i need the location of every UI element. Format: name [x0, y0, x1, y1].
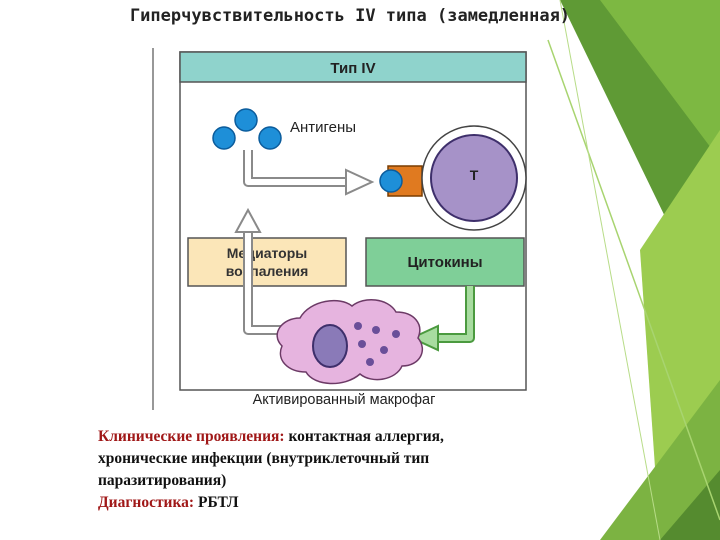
mediators-label-line-2: воспаления	[226, 263, 309, 279]
green-shard-corner	[660, 470, 720, 540]
mediators-label-line-1: Медиаторы	[227, 245, 307, 261]
macrophage-nucleus	[312, 324, 348, 368]
type-iv-header-label: Тип IV	[330, 60, 375, 77]
diagnostics-text: РБТЛ	[194, 494, 239, 511]
green-line-1	[547, 39, 720, 521]
caption-line-4: Диагностика: РБТЛ	[98, 492, 618, 514]
antigen-3	[258, 126, 282, 150]
cytokines-arrow-shaft	[436, 286, 473, 341]
macrophage-granule	[372, 326, 380, 334]
clinical-text-1: контактная аллергия,	[284, 428, 444, 445]
cytokines-box	[365, 237, 525, 287]
clinical-text-2: хронические инфекции (внутриклеточный ти…	[98, 450, 430, 467]
clinical-label: Клинические проявления:	[98, 428, 285, 445]
macrophage-body	[276, 299, 423, 385]
macrophage-granule	[392, 330, 400, 338]
macrophage-label: Активированный макрофаг	[253, 392, 436, 408]
antigen-arrow-shaft	[245, 150, 348, 185]
antigen-arrowhead	[345, 168, 375, 196]
macrophage-granule	[354, 322, 362, 330]
clinical-caption: Клинические проявления: контактная аллер…	[98, 426, 618, 514]
type-iv-header	[179, 51, 527, 83]
macrophage-granule	[380, 346, 388, 354]
antigen-2	[234, 108, 258, 132]
cytokines-label: Цитокины	[407, 254, 482, 271]
presented-antigen	[379, 169, 403, 193]
t-cell-nucleus	[430, 134, 518, 222]
green-shard-bottom	[600, 380, 720, 540]
caption-line-1: Клинические проявления: контактная аллер…	[98, 426, 618, 448]
cytokines-arrowhead	[409, 324, 439, 352]
clinical-text-3: паразитирования)	[98, 472, 227, 489]
mediators-arrowhead	[234, 207, 262, 233]
antigens-label: Антигены	[290, 119, 356, 136]
mediators-box	[187, 237, 347, 287]
macrophage-granule	[358, 340, 366, 348]
green-shard-top-light	[600, 0, 720, 160]
t-cell-label: Т	[470, 167, 479, 183]
slide-title: Гиперчувствительность IV типа (замедленн…	[129, 6, 571, 26]
diagnostics-label: Диагностика:	[98, 494, 195, 511]
green-line-2	[559, 0, 661, 540]
antigen-1	[212, 126, 236, 150]
macrophage-granule	[366, 358, 374, 366]
